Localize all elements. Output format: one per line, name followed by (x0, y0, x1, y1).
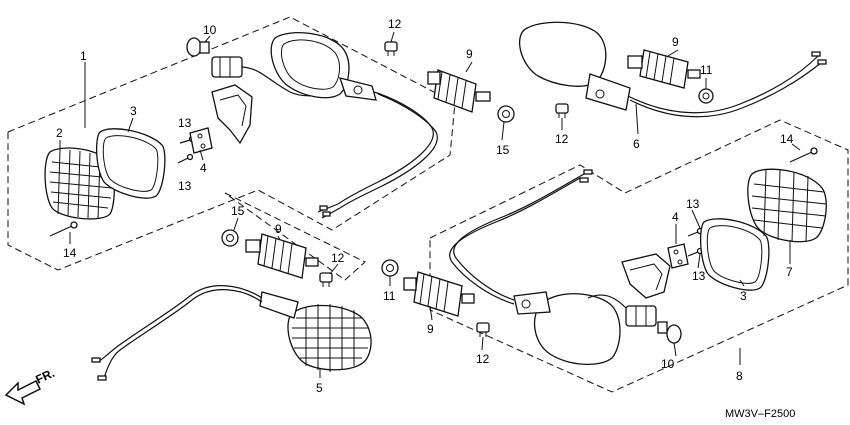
callout-14-right: 14 (780, 132, 794, 146)
callout-7: 7 (786, 265, 793, 279)
callout-3-right: 3 (740, 289, 747, 303)
turn-signal-housing-part-1 (270, 32, 438, 219)
callout-4-right: 4 (672, 210, 679, 224)
callout-13-lower-left: 13 (178, 179, 192, 193)
nut-part-11-top (698, 88, 714, 104)
socket-right (587, 294, 657, 327)
callout-9-top-left: 9 (466, 47, 473, 61)
callout-11-top: 11 (700, 63, 713, 77)
rubber-mount-part-9-lower-left (245, 233, 319, 279)
callout-13-lower-right: 13 (692, 269, 706, 283)
callout-11-lower: 11 (383, 289, 396, 303)
bulb-part-10-right (657, 321, 682, 344)
callout-labels: 1 2 3 13 13 4 14 10 12 9 15 12 6 9 11 15… (56, 17, 794, 395)
turn-signal-housing-part-6 (519, 21, 827, 118)
callout-3-left: 3 (130, 104, 137, 118)
callout-10-lower: 10 (661, 357, 675, 371)
callout-12-lower-center: 12 (476, 352, 490, 366)
reflector-cover-right (621, 253, 671, 299)
front-direction-indicator: FR. (4, 366, 57, 406)
reflector-cover-left (211, 84, 253, 145)
socket-left (211, 56, 331, 97)
arrow-left-icon (4, 379, 42, 406)
callout-6: 6 (633, 137, 640, 151)
leader-lines (59, 31, 801, 378)
callout-14-left: 14 (63, 246, 77, 260)
callout-1: 1 (80, 49, 87, 63)
boundary-front-left-assembly (7, 16, 456, 271)
bracket-part-4-right (667, 243, 689, 269)
callout-5: 5 (316, 381, 323, 395)
front-direction-label: FR. (33, 366, 56, 387)
callout-12-top: 12 (388, 17, 402, 31)
diagram-code: MW3V‒F2500 (725, 408, 795, 420)
callout-15-top: 15 (496, 143, 510, 157)
clip-part-12-top (384, 41, 398, 56)
callout-9-lower-center: 9 (427, 322, 434, 336)
boundary-front-left-lower (224, 192, 366, 281)
nut-part-11-lower (381, 259, 399, 277)
clip-part-12-lower-center (476, 322, 490, 337)
nut-part-15-top (497, 105, 515, 123)
callout-2: 2 (56, 126, 63, 140)
callout-13-upper-left: 13 (178, 116, 192, 130)
gasket-part-3-left (95, 128, 166, 199)
callout-4-left: 4 (200, 161, 207, 175)
rubber-mount-part-9-top-left (427, 69, 491, 113)
nut-part-15-lower (221, 229, 239, 247)
boundary-front-right-assembly (429, 119, 849, 393)
rubber-mount-part-9-top-right (627, 49, 701, 89)
gasket-part-3-right (699, 218, 770, 291)
turn-signal-housing-part-8 (449, 169, 621, 366)
lens-part-7 (747, 168, 827, 243)
bracket-part-4-left (189, 127, 213, 154)
bulb-part-10-left (186, 37, 210, 57)
callout-10-top: 10 (203, 23, 217, 37)
callout-12-lower-left: 12 (331, 251, 345, 265)
screw-part-14-right (789, 147, 818, 163)
turn-signal-housing-part-5 (91, 285, 372, 381)
clip-part-12-lower-left (319, 272, 333, 287)
callout-15-lower: 15 (231, 204, 245, 218)
callout-9-top-right: 9 (672, 35, 679, 49)
callout-12-top-right: 12 (555, 132, 569, 146)
clip-part-12-top-right (555, 103, 569, 118)
screw-part-14-left (49, 221, 78, 237)
rubber-mount-part-9-lower-center (403, 271, 475, 317)
callout-9-lower-left: 9 (275, 222, 282, 236)
callout-13-upper-right: 13 (686, 197, 700, 211)
screw-part-13-lower-left (177, 153, 194, 164)
callout-8: 8 (736, 369, 743, 383)
